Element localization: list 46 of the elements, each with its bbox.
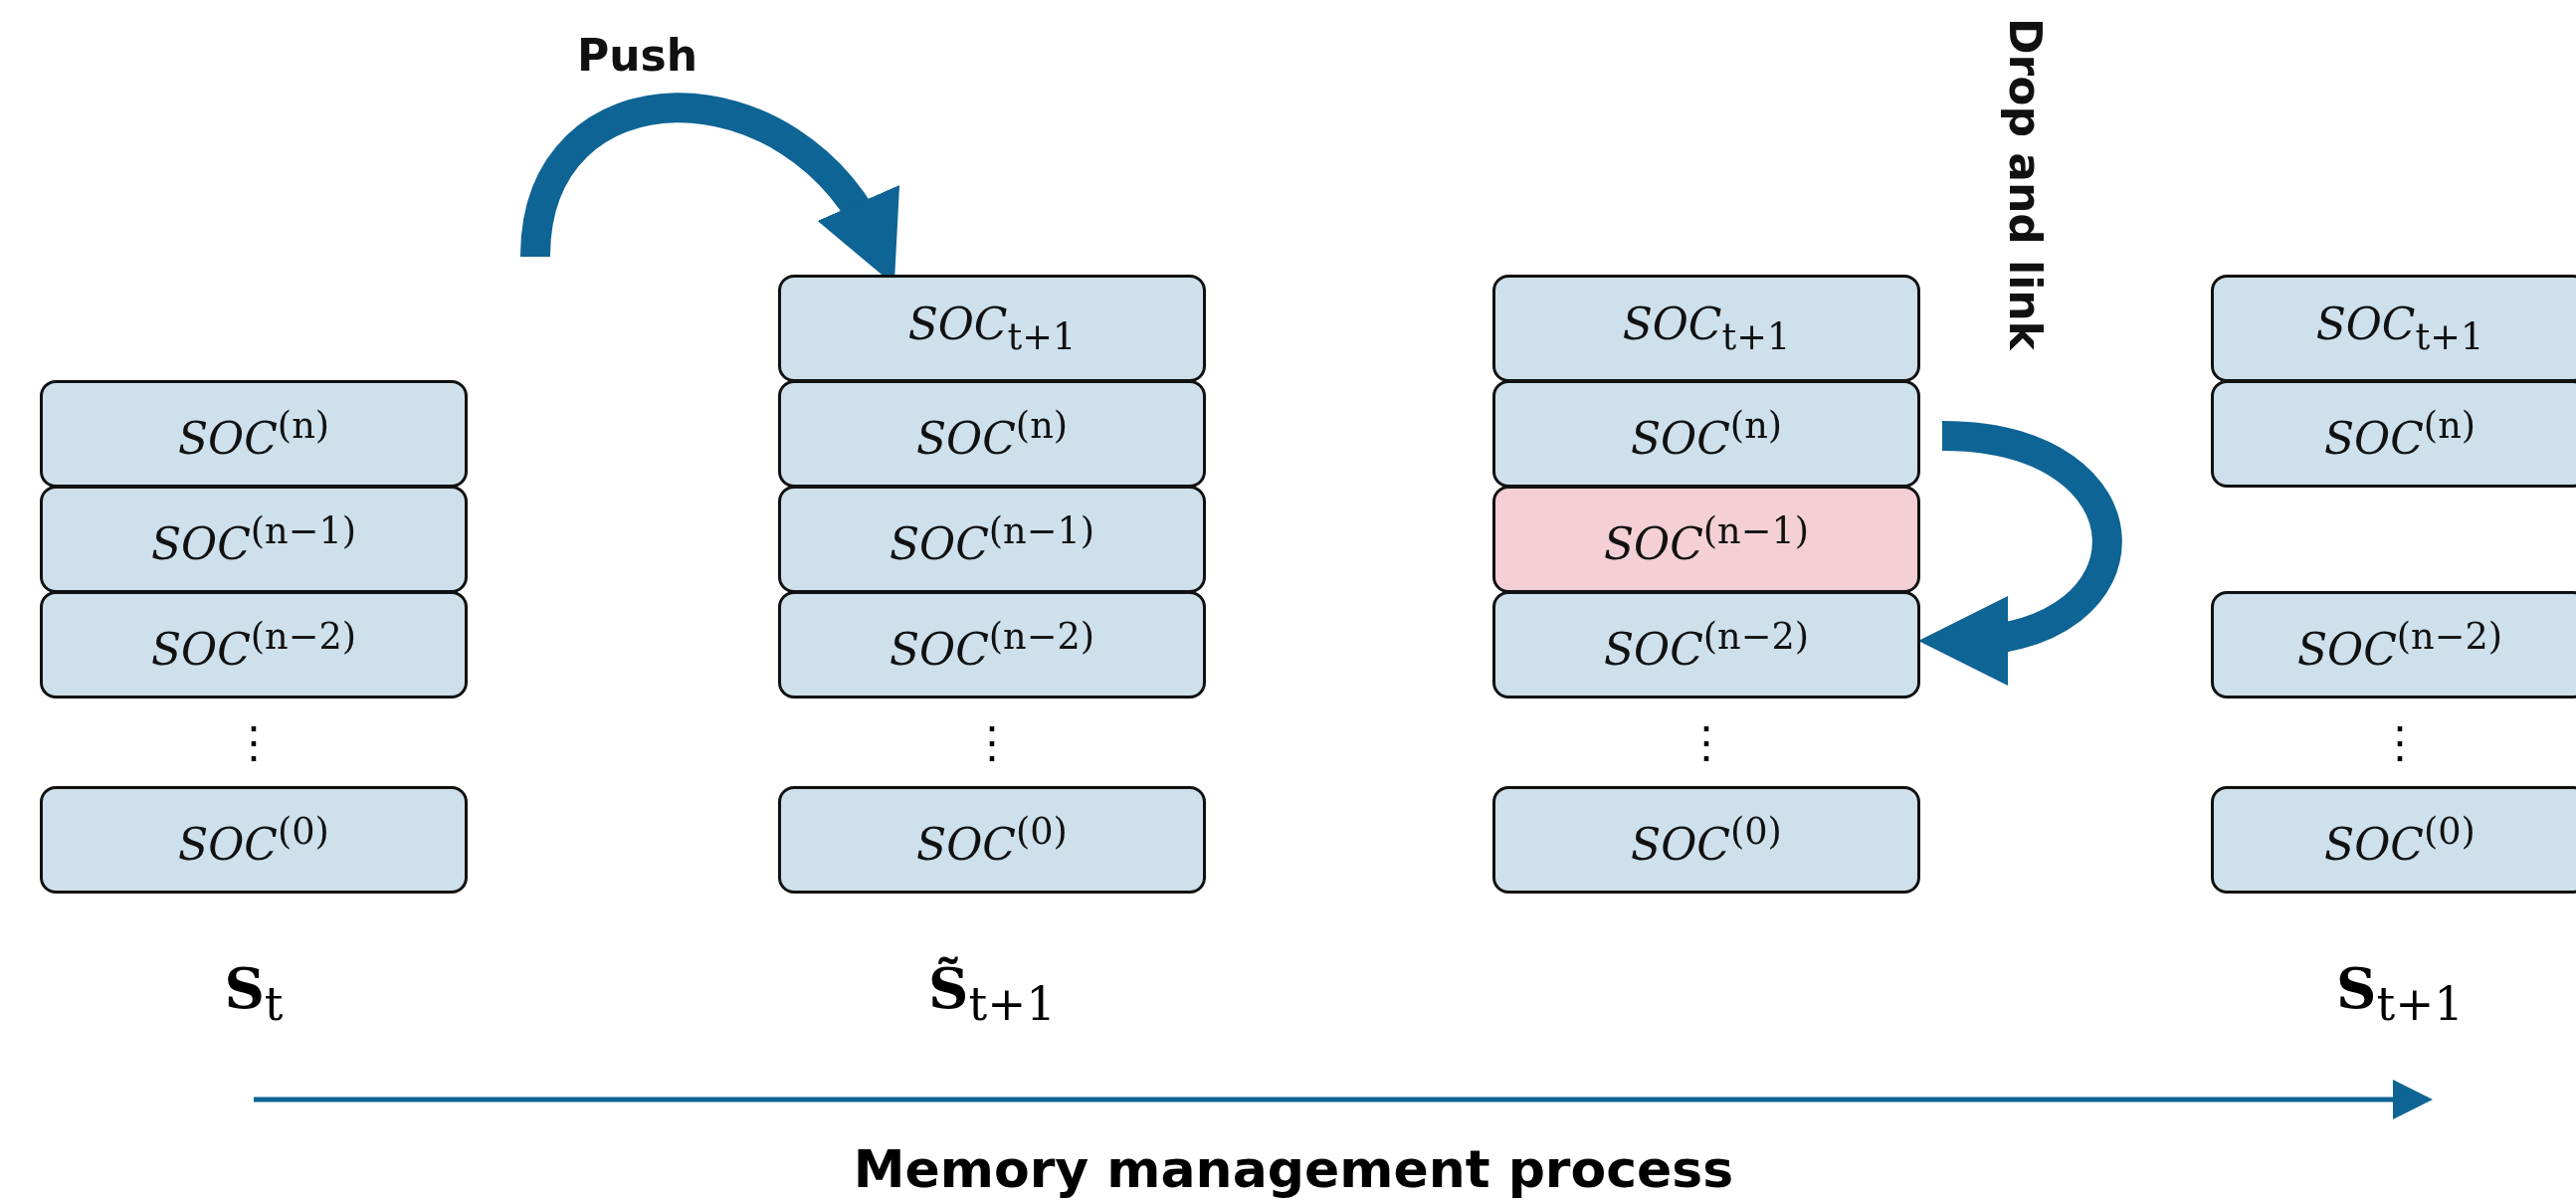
axis-label: Memory management process [853,1139,1734,1199]
stack-cell [2211,786,2576,894]
cell-label: SOC$_{t+1}$ [2315,299,2484,358]
cell-label: SOC$^{(n)}$ [1630,404,1783,464]
cell-label: SOC$^{(0)}$ [1631,810,1782,870]
cell-label: SOC$^{(n−2)}$ [889,615,1095,675]
stack-cell [40,380,468,488]
cell-label: SOC$_{t+1}$ [907,299,1077,358]
stack-cell [1492,486,1920,593]
cell-label: SOC$^{(n−1)}$ [1603,509,1810,569]
stack-cell [2211,275,2576,382]
stack-cell [778,486,1206,593]
stack-cell [2211,380,2576,488]
stack-label: S$_{t}$ [224,956,284,1021]
cell-label: SOC$^{(0)}$ [2324,810,2476,870]
cell-label: SOC$^{(n)}$ [177,404,330,464]
stack-cell [1492,380,1920,488]
cell-label: SOC$^{(0)}$ [916,810,1068,870]
stack-label: S$_{t+1}$ [2336,956,2464,1021]
stack-cell [1492,275,1920,382]
cell-label: SOC$^{(n−2)}$ [1603,615,1810,675]
ellipsis-mark: ⋮ [970,716,1014,767]
cell-label: SOC$^{(n)}$ [915,404,1069,464]
ellipsis-mark: ⋮ [232,716,276,767]
stack-cell [1492,786,1920,894]
stack-cell [40,591,468,699]
cell-label: SOC$_{t+1}$ [1622,299,1791,358]
cell-label: SOC$^{(n−1)}$ [889,509,1095,569]
ellipsis-mark: ⋮ [1684,716,1728,767]
cell-label: SOC$^{(0)}$ [178,810,329,870]
ellipsis-mark: ⋮ [2378,716,2422,767]
stack-cell [40,486,468,593]
edge-label: Push [577,30,698,81]
cell-label: SOC$^{(n−2)}$ [2296,615,2503,675]
cell-label: SOC$^{(n)}$ [2323,404,2477,464]
stack-cell [1492,591,1920,699]
stack-cell [778,380,1206,488]
stack-cell [778,275,1206,382]
stack-cell [2211,591,2576,699]
edge-label: Drop and link [2000,18,2051,350]
cell-label: SOC$^{(n−1)}$ [150,509,357,569]
stack-cell [40,786,468,894]
stack-cell [778,786,1206,894]
stack-label: S̃$_{t+1}$ [928,956,1056,1021]
cell-label: SOC$^{(n−2)}$ [150,615,357,675]
stack-cell [778,591,1206,699]
